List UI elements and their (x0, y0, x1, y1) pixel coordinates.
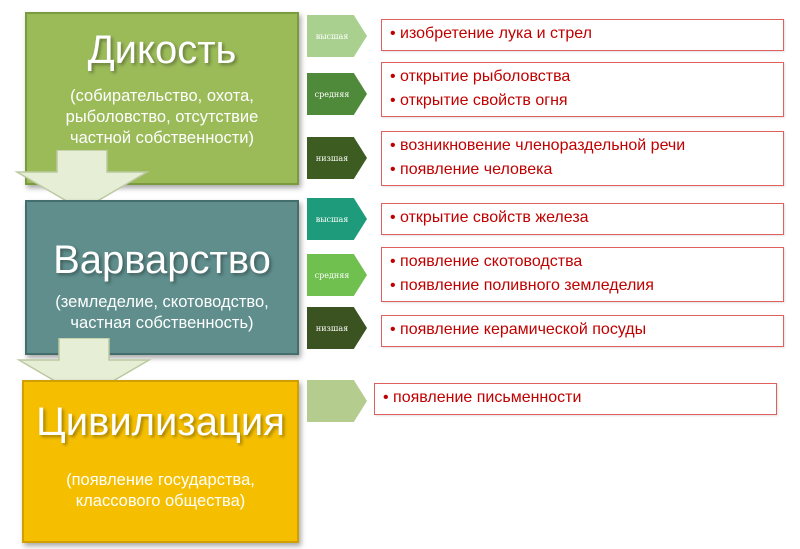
level-chevron-barbarism-low: низшая (307, 307, 367, 349)
fact-item: • появление скотоводства (390, 253, 583, 270)
facts-civilization: • появление письменности (374, 383, 777, 415)
facts-barbarism-low: • появление керамической посуды (381, 315, 784, 347)
facts-barbarism-mid: • появление скотоводства • появление пол… (381, 247, 784, 302)
facts-wild-low: • возникновение членораздельной речи • п… (381, 131, 784, 186)
facts-wild-high: • изобретение лука и стрел (381, 19, 784, 51)
level-chevron-wild-low: низшая (307, 137, 367, 179)
fact-item: • открытие свойств огня (390, 92, 568, 109)
level-label-wild-high: высшая (315, 31, 349, 41)
level-label-wild-mid: средняя (314, 89, 350, 99)
stage-barbarism-title: Варварство (53, 238, 271, 282)
stage-civilization-description: (появление государства, классового общес… (66, 471, 255, 510)
level-chevron-wild-mid: средняя (307, 73, 367, 115)
down-arrow-1 (14, 150, 150, 211)
facts-barbarism-high: • открытие свойств железа (381, 203, 784, 235)
fact-item: • появление человека (390, 161, 553, 178)
facts-wild-mid: • открытие рыболовства • открытие свойст… (381, 62, 784, 117)
level-chevron-civilization (307, 380, 367, 422)
fact-item: • появление поливного земледелия (390, 277, 654, 294)
stage-barbarism-box: Варварство (земледелие, скотоводство, ча… (25, 200, 299, 355)
level-label-barbarism-high: высшая (315, 214, 349, 224)
level-label-barbarism-mid: средняя (314, 270, 350, 280)
level-chevron-wild-high: высшая (307, 15, 367, 57)
fact-item: • появление письменности (383, 389, 582, 406)
level-label-wild-low: низшая (315, 153, 349, 163)
level-chevron-barbarism-high: высшая (307, 198, 367, 240)
level-label-barbarism-low: низшая (315, 323, 349, 333)
fact-item: • изобретение лука и стрел (390, 25, 592, 42)
level-chevron-barbarism-mid: средняя (307, 254, 367, 296)
fact-item: • открытие рыболовства (390, 68, 571, 85)
down-arrow-2 (16, 338, 152, 399)
fact-item: • возникновение членораздельной речи (390, 137, 686, 154)
stage-wild-description: (собирательство, охота, рыболовство, отс… (65, 87, 259, 147)
stage-wild-title: Дикость (87, 28, 237, 72)
fact-item: • появление керамической посуды (390, 321, 647, 338)
stage-barbarism-description: (земледелие, скотоводство, частная собст… (55, 293, 269, 332)
fact-item: • открытие свойств железа (390, 209, 589, 226)
stage-civilization-title: Цивилизация (36, 400, 285, 444)
stage-civilization-box: Цивилизация (появление государства, клас… (22, 380, 299, 543)
